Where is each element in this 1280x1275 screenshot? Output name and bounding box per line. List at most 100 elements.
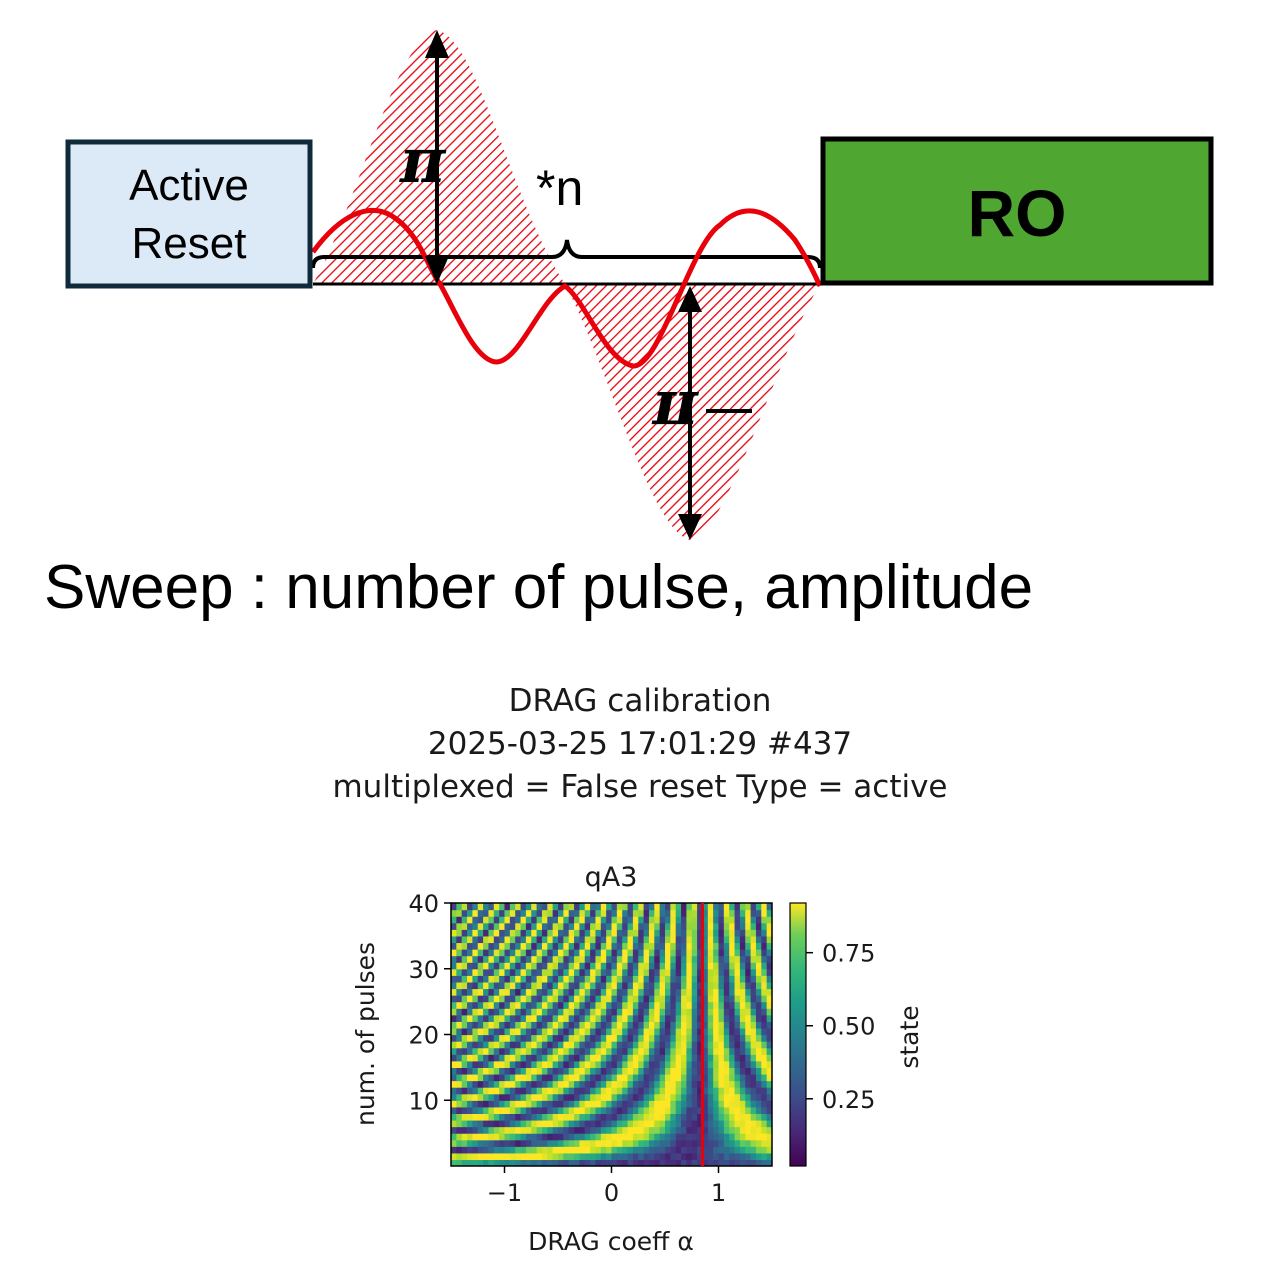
heatmap-cell	[723, 962, 730, 970]
heatmap-cell	[670, 962, 677, 970]
heatmap-cell	[755, 903, 762, 911]
heatmap-cell	[483, 1093, 490, 1101]
heatmap-cell	[584, 1126, 591, 1134]
heatmap-cell	[702, 968, 709, 976]
heatmap-cell	[761, 1060, 768, 1068]
heatmap-cell	[536, 1152, 543, 1161]
heatmap-cell	[734, 1008, 741, 1016]
heatmap-cell	[472, 1041, 479, 1049]
heatmap-cell	[493, 962, 500, 970]
heatmap-cell	[574, 1041, 580, 1049]
heatmap-cell	[713, 975, 720, 983]
heatmap-cell	[541, 955, 548, 963]
heatmap-cell	[509, 935, 516, 944]
heatmap-cell	[702, 1100, 709, 1108]
heatmap-cell	[697, 975, 704, 983]
heatmap-cell	[467, 935, 473, 944]
heatmap-cell	[686, 1014, 693, 1022]
heatmap-cell	[739, 935, 746, 944]
heatmap-cell	[766, 903, 772, 911]
heatmap-cell	[541, 1087, 548, 1095]
heatmap-cell	[723, 975, 730, 983]
heatmap-cell	[665, 916, 671, 924]
heatmap-cell	[547, 995, 554, 1003]
heatmap-cell	[691, 955, 698, 963]
heatmap-cell	[654, 1119, 661, 1128]
heatmap-cell	[670, 1021, 677, 1029]
heatmap-cell	[451, 1067, 457, 1075]
heatmap-cell	[600, 1021, 607, 1029]
heatmap-cell	[451, 1152, 457, 1161]
heatmap-cell	[697, 1073, 704, 1082]
heatmap-cell	[627, 935, 634, 944]
heatmap-cell	[552, 1152, 559, 1161]
colorbar-tick-label: 0.75	[822, 940, 875, 968]
colorbar	[789, 902, 807, 1167]
heatmap-cell	[461, 962, 468, 970]
heatmap-cell	[643, 955, 650, 963]
heatmap-cell	[611, 922, 618, 930]
heatmap-cell	[691, 1093, 698, 1101]
heatmap-cell	[707, 1014, 714, 1022]
heatmap-cell	[541, 995, 548, 1003]
heatmap-cell	[558, 1060, 564, 1068]
heatmap-cell	[691, 949, 698, 957]
heatmap-cell	[525, 929, 532, 937]
heatmap-cell	[729, 909, 736, 917]
heatmap-cell	[504, 1139, 511, 1147]
heatmap-cell	[531, 1014, 538, 1022]
heatmap-cell	[461, 1001, 468, 1009]
heatmap-cell	[686, 955, 693, 963]
heatmap-cell	[456, 1152, 463, 1161]
heatmap-cell	[574, 1060, 580, 1068]
heatmap-cell	[739, 1001, 746, 1009]
heatmap-cell	[632, 1027, 639, 1036]
heatmap-cell	[520, 975, 527, 983]
heatmap-cell	[681, 1159, 687, 1166]
heatmap-cell	[488, 1073, 495, 1082]
heatmap-cell	[681, 1021, 687, 1029]
heatmap-cell	[531, 1034, 538, 1042]
heatmap-cell	[515, 1014, 522, 1022]
heatmap-cell	[707, 916, 714, 924]
heatmap-cell	[616, 1034, 623, 1042]
heatmap-cell	[558, 1113, 564, 1121]
heatmap-cell	[520, 1152, 527, 1161]
heatmap-cell	[499, 1014, 506, 1022]
heatmap-cell	[552, 995, 559, 1003]
heatmap-cell	[766, 916, 772, 924]
heatmap-cell	[750, 955, 757, 963]
heatmap-cell	[681, 1014, 687, 1022]
heatmap-cell	[761, 1047, 768, 1055]
heatmap-cell	[761, 975, 768, 983]
heatmap-cell	[648, 929, 655, 937]
heatmap-cell	[477, 1027, 484, 1036]
heatmap-cell	[702, 975, 709, 983]
heatmap-cell	[702, 1087, 709, 1095]
heatmap-cell	[697, 1119, 704, 1128]
heatmap-cell	[654, 1146, 661, 1154]
heatmap-cell	[686, 942, 693, 950]
heatmap-cell	[702, 903, 709, 911]
heatmap-cell	[477, 1133, 484, 1141]
heatmap-cell	[520, 1093, 527, 1101]
heatmap-cell	[558, 1047, 564, 1055]
heatmap-cell	[595, 968, 602, 976]
heatmap-cell	[483, 922, 490, 930]
heatmap-cell	[600, 995, 607, 1003]
heatmap-cell	[755, 955, 762, 963]
heatmap-cell	[595, 962, 602, 970]
heatmap-cell	[456, 962, 463, 970]
heatmap-cell	[584, 995, 591, 1003]
heatmap-cell	[681, 1119, 687, 1128]
heatmap-cell	[515, 1060, 522, 1068]
heatmap-cell	[723, 1159, 730, 1166]
heatmap-cell	[509, 949, 516, 957]
heatmap-cell	[590, 1041, 597, 1049]
heatmap-cell	[702, 995, 709, 1003]
heatmap-cell	[627, 1034, 634, 1042]
heatmap-cell	[659, 1027, 666, 1036]
heatmap-cell	[675, 1021, 682, 1029]
heatmap-cell	[707, 942, 714, 950]
heatmap-cell	[531, 968, 538, 976]
